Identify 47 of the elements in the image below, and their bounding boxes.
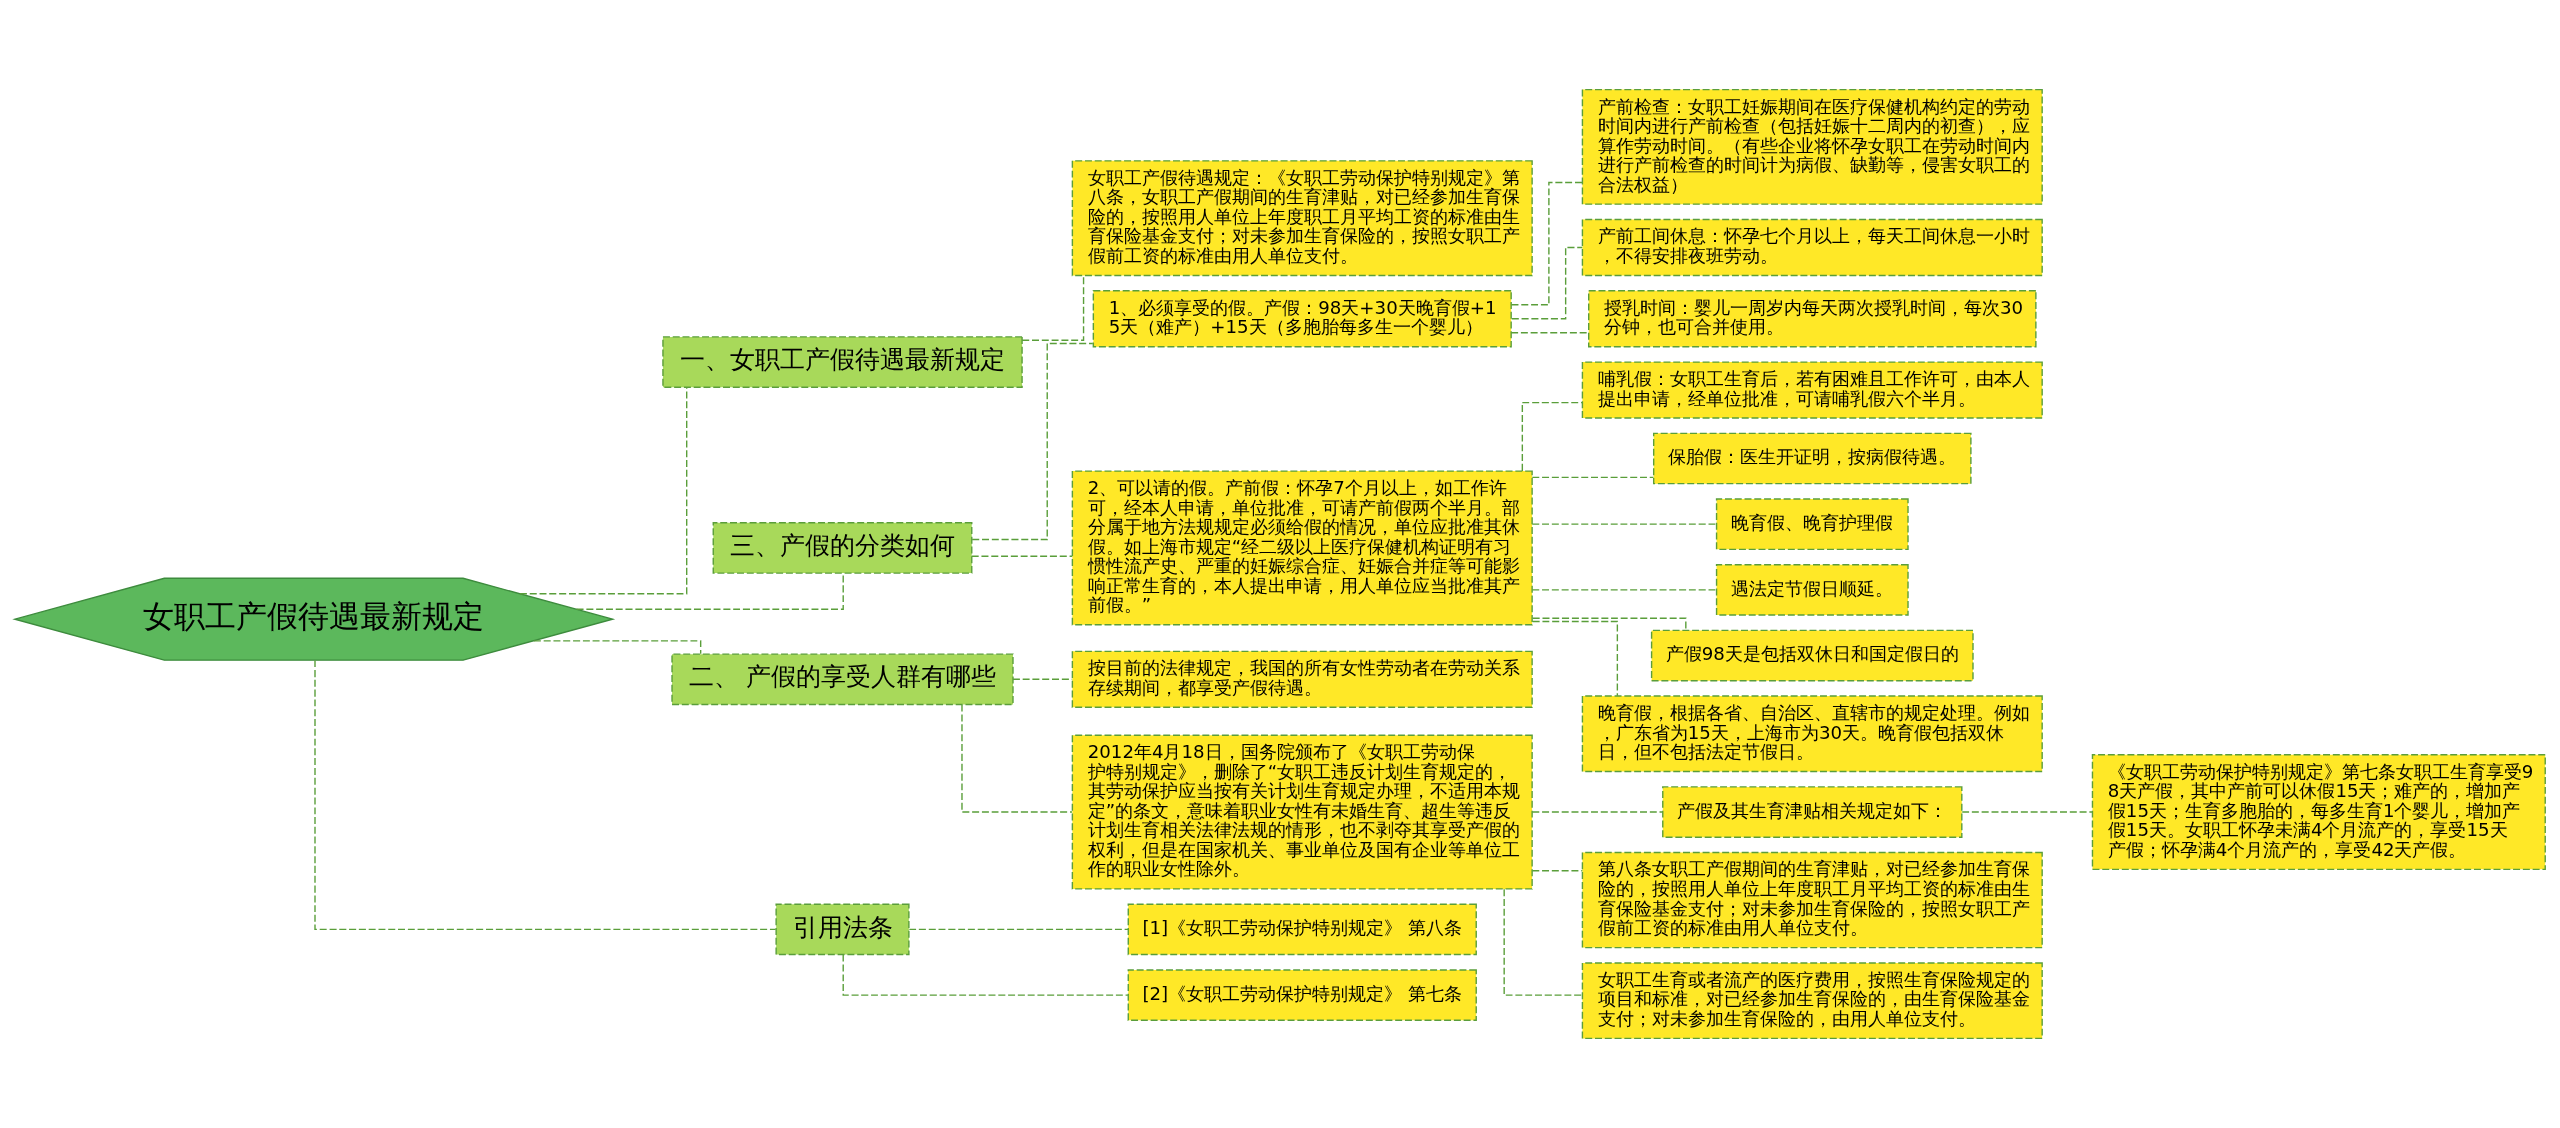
node-box: 晚育假，根据各省、自治区、直辖市的规定处理。例如，广东省为15天，上海市为30天。晚育假包括双休日，但不包括法定节假日。 bbox=[1581, 695, 2043, 773]
connector bbox=[1521, 401, 1584, 472]
connector bbox=[1021, 274, 1085, 341]
connector bbox=[971, 342, 1094, 541]
node-box: 三、产假的分类如何 bbox=[712, 522, 973, 574]
node-box: 2、可以请的假。产前假：怀孕7个月以上，如工作许可，经本人申请，单位批准，可请产前假两个半月。部分属于地方法规规定必须给假的情况，单位应批准其休假。如上海市规定“经二级以上医疗保健机构证明有习惯性流产史、严重的妊娠综合症、妊娠合并症等可能影响正常生育的，本人提出申请，用人单位应当批准其产前假。” bbox=[1071, 470, 1533, 626]
connector bbox=[908, 928, 1129, 931]
connector bbox=[1531, 476, 1655, 479]
connector bbox=[1961, 811, 2093, 813]
node-box: 第八条女职工产假期间的生育津贴，对已经参加生育保险的，按照用人单位上年度职工月平均工资的标准由生育保险基金支付；对未参加生育保险的，按照女职工产假前工资的标准由用人单位支付。 bbox=[1581, 851, 2043, 949]
node-box: 保胎假：医生开证明，按病假待遇。 bbox=[1653, 432, 1972, 485]
node-box: 2012年4月18日，国务院颁布了《女职工劳动保护特别规定》，删除了“女职工违反计划生育规定的，其劳动保护应当按有关计划生育规定办理，不适用本规定”的条文，意味着职业女性有未婚生育、超生等违反计划生育相关法律法规的情形，也不剥夺其享受产假的权利，但是在国家机关、事业单位及国有企业等单位工作的职业女性除外。 bbox=[1071, 734, 1533, 890]
connector bbox=[1510, 332, 1590, 334]
node-box: 晚育假、晚育护理假 bbox=[1715, 498, 1909, 551]
node-box: 二、 产假的享受人群有哪些 bbox=[671, 653, 1014, 706]
connector bbox=[1510, 181, 1583, 306]
node-box: 产前检查：女职工妊娠期间在医疗保健机构约定的劳动时间内进行产前检查（包括妊娠十二周内的初查），应算作劳动时间。（有些企业将怀孕女职工在劳动时间内进行产前检查的时间计为病假、缺勤等，侵害女职工的合法权益） bbox=[1581, 88, 2043, 205]
connector bbox=[1531, 617, 1687, 631]
connector bbox=[1531, 620, 1619, 697]
node-box: 1、必须享受的假。产假：98天+30天晚育假+15天（难产）+15天（多胞胎每多生一个婴儿） bbox=[1092, 290, 1512, 348]
connector bbox=[1531, 811, 1664, 813]
connector bbox=[533, 640, 702, 655]
connector bbox=[1531, 589, 1717, 591]
connector bbox=[1531, 523, 1717, 525]
connector bbox=[1531, 870, 1584, 872]
node-box: 《女职工劳动保护特别规定》第七条女职工生育享受98天产假，其中产前可以休假15天；难产的，增加产假15天；生育多胞胎的，每多生育1个婴儿，增加产假15天。女职工怀孕未满4个月流产的，享受15天产假；怀孕满4个月流产的，享受42天产假。 bbox=[2091, 754, 2546, 871]
node-box: 遇法定节假日顺延。 bbox=[1715, 564, 1909, 616]
node-box: 产假98天是包括双休日和国定假日的 bbox=[1650, 629, 1974, 682]
connector bbox=[314, 659, 777, 931]
connector bbox=[1503, 888, 1583, 996]
connector bbox=[971, 555, 1073, 557]
node-box: [1]《女职工劳动保护特别规定》 第八条 bbox=[1127, 903, 1477, 956]
node-box: 引用法条 bbox=[775, 903, 910, 956]
node-box: 授乳时间：婴儿一周岁内每天两次授乳时间，每次30分钟，也可合并使用。 bbox=[1588, 290, 2037, 348]
node-box: [2]《女职工劳动保护特别规定》 第七条 bbox=[1127, 969, 1477, 1021]
connector bbox=[961, 704, 1073, 813]
node-box: 哺乳假：女职工生育后，若有困难且工作许可，由本人提出申请，经单位批准，可请哺乳假六个半月。 bbox=[1581, 361, 2043, 419]
connector bbox=[842, 953, 1129, 996]
connector bbox=[575, 572, 844, 610]
node-box: 产前工间休息：怀孕七个月以上，每天工间休息一小时，不得安排夜班劳动。 bbox=[1581, 218, 2043, 277]
node-box: 女职工生育或者流产的医疗费用，按照生育保险规定的项目和标准，对已经参加生育保险的，由生育保险基金支付；对未参加生育保险的，由用人单位支付。 bbox=[1581, 962, 2043, 1040]
node-box: 一、女职工产假待遇最新规定 bbox=[662, 336, 1023, 388]
node-box: 按目前的法律规定，我国的所有女性劳动者在劳动关系存续期间，都享受产假待遇。 bbox=[1071, 650, 1533, 708]
connector bbox=[1511, 246, 1583, 320]
node-box: 产假及其生育津贴相关规定如下： bbox=[1662, 786, 1963, 838]
connector bbox=[519, 386, 688, 595]
node-box: 女职工产假待遇规定：《女职工劳动保护特别规定》第八条，女职工产假期间的生育津贴，对已经参加生育保险的，按照用人单位上年度职工月平均工资的标准由生育保险基金支付；对未参加生育保险的，按照女职工产假前工资的标准由用人单位支付。 bbox=[1071, 160, 1533, 277]
